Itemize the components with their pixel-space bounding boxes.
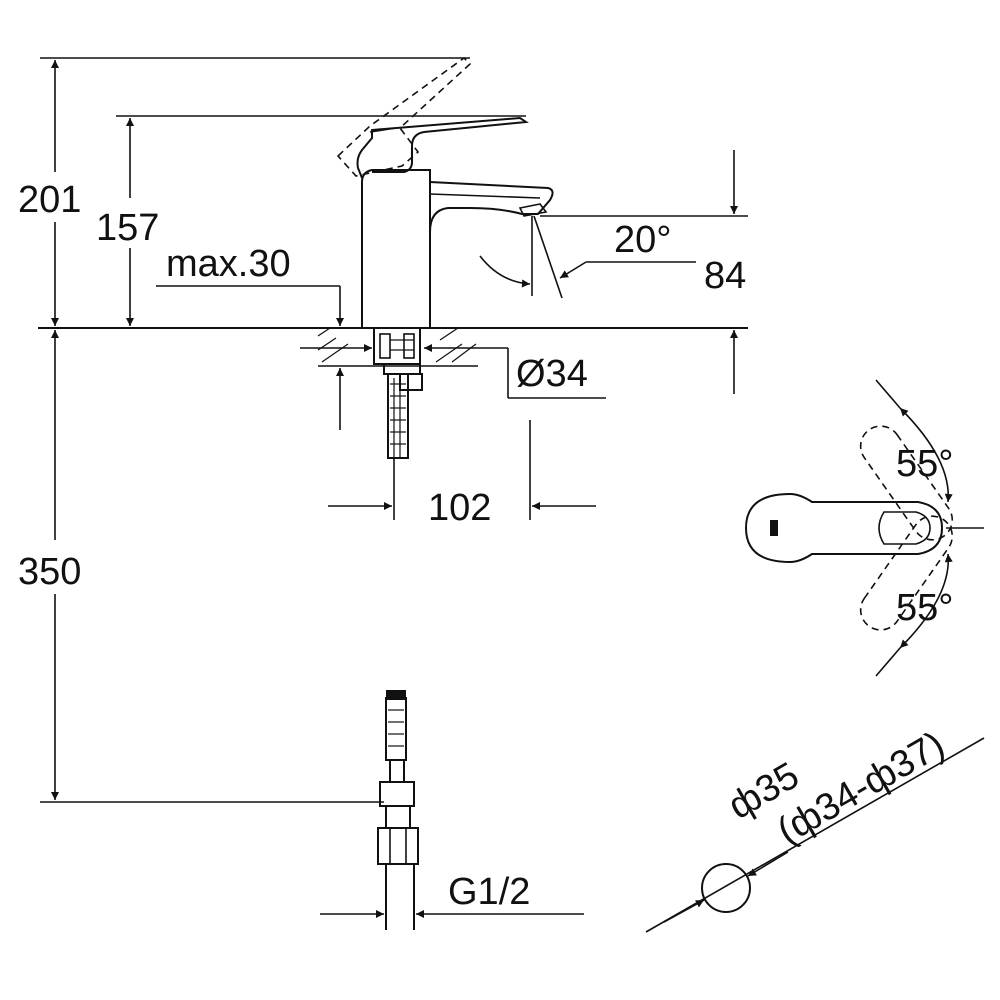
fixing-assembly: [373, 327, 423, 459]
dimension-below-counter: 350: [18, 330, 384, 803]
dimension-thread: G1/2: [320, 871, 584, 918]
dimension-spout-projection: 102: [328, 420, 596, 529]
label-55-front: 55°: [896, 587, 953, 629]
label-g1-2: G1/2: [448, 871, 530, 913]
label-102: 102: [428, 487, 491, 529]
label-diameter-34: Ø34: [516, 353, 588, 395]
label-350: 350: [18, 551, 81, 593]
countertop-line: [38, 327, 748, 367]
label-157: 157: [96, 207, 159, 249]
lever-top-view: 55° 55°: [744, 379, 984, 677]
lever-position-front: [859, 425, 954, 541]
dimension-lever-height: 157: [96, 115, 526, 326]
dimension-spout: 20° 84: [479, 150, 748, 394]
dimension-hole-diameter: Ø34: [300, 344, 606, 399]
supply-hose-connection: [377, 690, 419, 930]
threaded-rod: [390, 339, 414, 458]
label-20-degrees: 20°: [614, 219, 671, 261]
tap-hole-detail: ф35 (ф34-ф37): [645, 724, 985, 933]
label-55-back: 55°: [896, 443, 953, 485]
label-84: 84: [704, 255, 746, 297]
counter-hatching: [317, 327, 477, 363]
dimension-counter-thickness: max.30: [156, 243, 344, 430]
label-201: 201: [18, 179, 81, 221]
faucet-side-view: [336, 56, 554, 328]
tap-hole-circle: [701, 863, 751, 913]
label-max-30: max.30: [166, 243, 291, 285]
dimension-total-height: 201: [18, 57, 470, 326]
